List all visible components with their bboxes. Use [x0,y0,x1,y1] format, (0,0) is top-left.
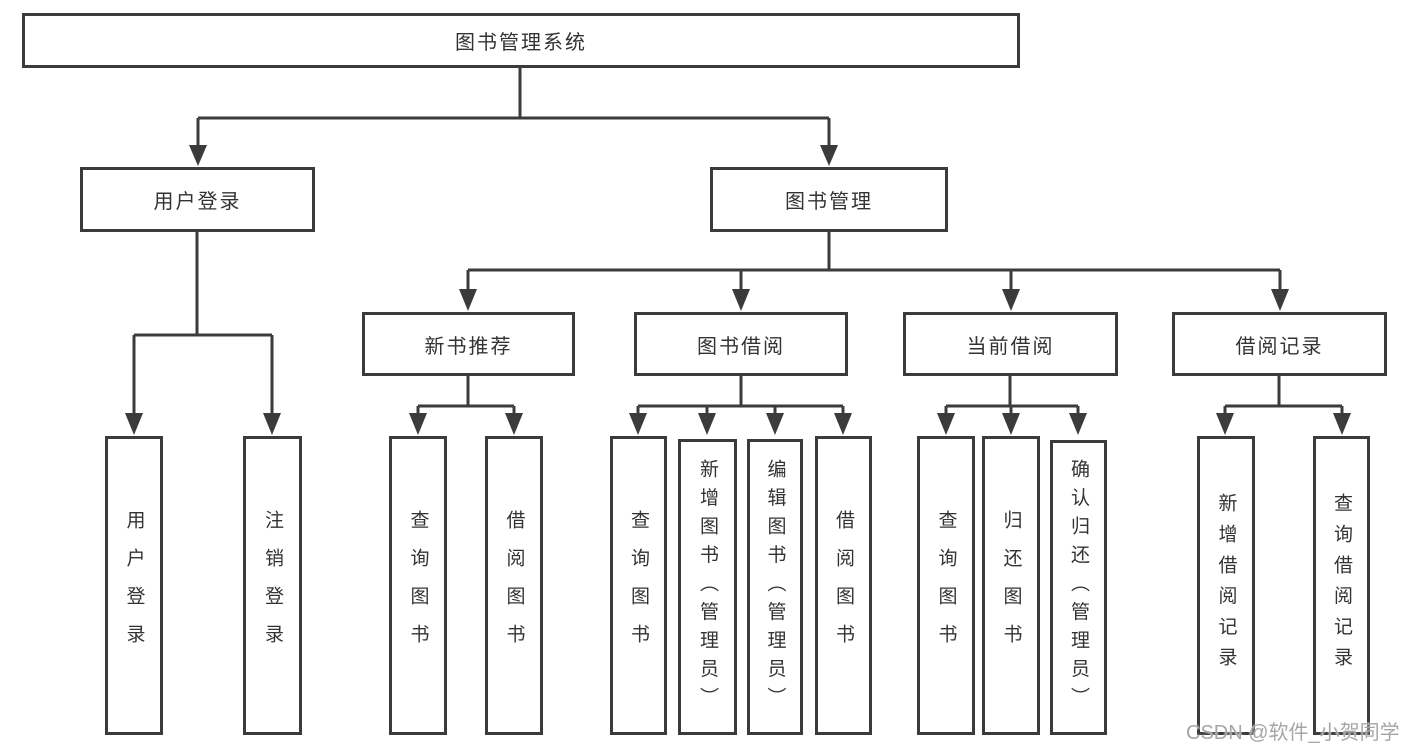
node-library-system: 图书管理系统 [22,13,1020,68]
leaf-logout-login-label: 注销登录 [262,509,283,662]
leaf-confirm-return-admin-label: 确认归还（管理员） [1068,459,1089,716]
arrow-down-icon [766,413,784,435]
leaf-return-book: 归还图书 [982,436,1040,735]
arrow-down-icon [1333,413,1351,435]
leaf-edit-book-admin-label: 编辑图书（管理员） [764,458,786,716]
leaf-recommend-borrow-book: 借阅图书 [485,436,543,735]
node-new-book-recommend: 新书推荐 [362,312,575,376]
node-current-borrow: 当前借阅 [903,312,1118,376]
leaf-recommend-query-book: 查询图书 [389,436,447,735]
arrow-down-icon [1002,289,1020,311]
arrow-down-icon [505,413,523,435]
branch-book-management [459,232,1289,311]
leaf-logout-login: 注销登录 [243,436,302,735]
arrow-down-icon [698,413,716,435]
leaf-recommend-borrow-book-label: 借阅图书 [503,509,525,662]
arrow-down-icon [820,145,838,166]
leaf-user-login: 用户登录 [105,436,163,735]
arrow-down-icon [629,413,647,435]
arrow-down-icon [1271,289,1289,311]
arrow-down-icon [1216,413,1234,435]
leaf-add-borrow-record: 新增借阅记录 [1197,436,1255,735]
arrow-down-icon [732,289,750,311]
leaf-user-login-label: 用户登录 [123,509,145,662]
leaf-current-query-book-label: 查询图书 [935,509,957,662]
arrow-down-icon [125,413,143,435]
leaf-borrow-query-book: 查询图书 [610,436,667,735]
arrow-down-icon [459,289,477,311]
arrow-down-icon [1069,413,1087,435]
arrow-down-icon [937,413,955,435]
leaf-borrow-query-book-label: 查询图书 [628,509,649,662]
node-borrow-records-label: 借阅记录 [1235,335,1324,358]
branch-new-book-recommend [409,376,523,435]
node-library-system-label: 图书管理系统 [455,32,587,54]
branch-user-login [125,232,281,435]
branch-current-borrow [937,376,1087,435]
node-user-login: 用户登录 [80,167,315,232]
arrow-down-icon [1002,413,1020,435]
node-book-management: 图书管理 [710,167,948,232]
node-book-borrow: 图书借阅 [634,312,848,376]
leaf-add-borrow-record-label: 新增借阅记录 [1215,493,1237,678]
leaf-query-borrow-record-label: 查询借阅记录 [1331,493,1352,678]
leaf-current-query-book: 查询图书 [917,436,975,735]
arrow-down-icon [189,145,207,166]
leaf-borrow-borrow-book-label: 借阅图书 [833,509,854,662]
leaf-query-borrow-record: 查询借阅记录 [1313,436,1370,735]
branch-root [189,68,838,166]
node-book-management-label: 图书管理 [785,191,873,213]
arrow-down-icon [834,413,852,435]
branch-borrow-records [1216,376,1351,435]
leaf-borrow-borrow-book: 借阅图书 [815,436,872,735]
branch-book-borrow [629,376,852,435]
leaf-edit-book-admin: 编辑图书（管理员） [747,439,803,735]
node-current-borrow-label: 当前借阅 [966,335,1055,358]
node-book-borrow-label: 图书借阅 [697,335,785,358]
node-user-login-label: 用户登录 [153,191,242,213]
arrow-down-icon [263,413,281,435]
leaf-add-book-admin: 新增图书（管理员） [678,439,737,735]
node-borrow-records: 借阅记录 [1172,312,1387,376]
leaf-confirm-return-admin: 确认归还（管理员） [1050,440,1107,735]
arrow-down-icon [409,413,427,435]
leaf-recommend-query-book-label: 查询图书 [407,509,429,662]
leaf-return-book-label: 归还图书 [1000,509,1022,662]
leaf-add-book-admin-label: 新增图书（管理员） [697,458,718,716]
node-new-book-recommend-label: 新书推荐 [424,335,513,358]
csdn-watermark: CSDN @软件_小贺同学 [1186,722,1400,744]
